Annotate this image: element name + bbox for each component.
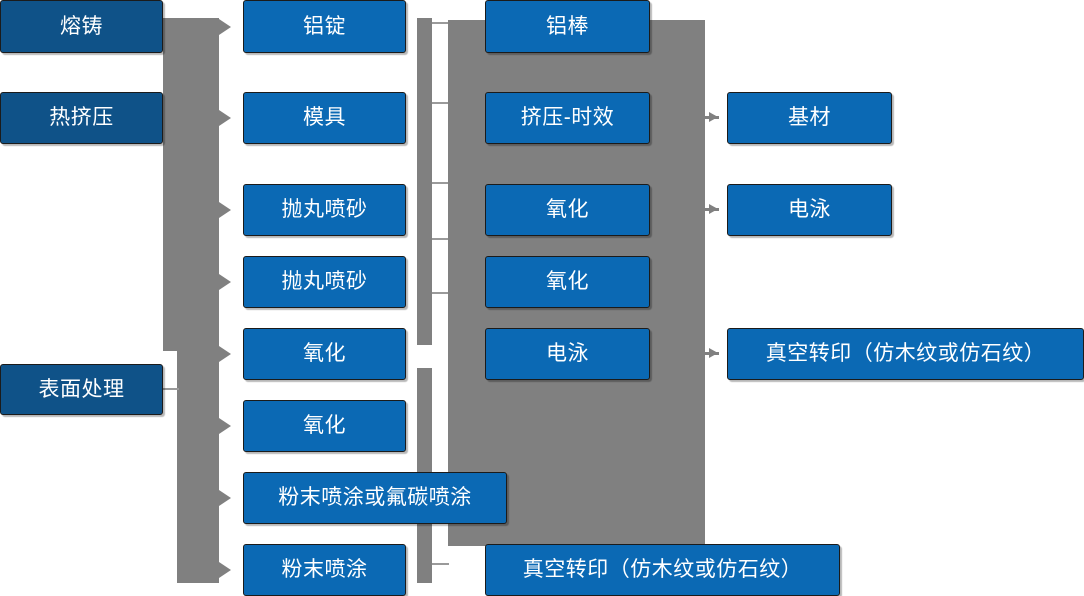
step-label-mold: 模具 — [303, 106, 346, 130]
connector-tick-5 — [432, 292, 449, 294]
connector-tick-1 — [432, 22, 449, 24]
step-box-oxidation-2[interactable]: 氧化 — [243, 400, 406, 452]
connector-rail-upper — [417, 18, 432, 345]
stage-label-melting: 熔铸 — [60, 14, 103, 38]
connector-block-stages — [163, 18, 219, 351]
arrow-to-step-ingot — [219, 19, 231, 35]
output-label-electro: 电泳 — [788, 198, 831, 222]
step-box-extrude-aging[interactable]: 挤压-时效 — [485, 92, 650, 144]
step-box-shotblast-1[interactable]: 抛丸喷砂 — [243, 184, 406, 236]
arrow-to-step-mold — [219, 110, 231, 126]
output-box-vacuum[interactable]: 真空转印（仿木纹或仿石纹） — [727, 328, 1084, 380]
connector-tick-6 — [432, 563, 449, 565]
step-label-electro-1: 电泳 — [546, 342, 589, 366]
output-label-substrate: 基材 — [788, 106, 831, 130]
connector-block-stages-lower — [177, 351, 219, 583]
stage-box-melting[interactable]: 熔铸 — [0, 0, 163, 53]
step-box-bar[interactable]: 铝棒 — [485, 0, 650, 53]
arrow-to-step-shotblast-1 — [219, 202, 231, 218]
stage-label-surface: 表面处理 — [38, 377, 125, 401]
arrow-to-out-vacuum — [709, 348, 718, 358]
step-box-vacuum-1[interactable]: 真空转印（仿木纹或仿石纹） — [485, 544, 840, 596]
step-box-ingot[interactable]: 铝锭 — [243, 0, 406, 53]
step-label-bar: 铝棒 — [546, 14, 589, 38]
output-box-substrate[interactable]: 基材 — [727, 92, 892, 144]
step-label-powder: 粉末喷涂 — [281, 558, 368, 582]
stage-box-extrude[interactable]: 热挤压 — [0, 92, 163, 144]
arrow-to-step-oxidation-1 — [219, 346, 231, 362]
step-label-extrude-aging: 挤压-时效 — [520, 106, 615, 130]
step-label-shotblast-2: 抛丸喷砂 — [281, 270, 368, 294]
output-box-electro[interactable]: 电泳 — [727, 184, 892, 236]
step-label-oxidation-2: 氧化 — [303, 414, 346, 438]
connector-tick-2 — [432, 102, 449, 104]
arrow-to-out-electro — [709, 204, 718, 214]
arrow-to-step-shotblast-2 — [219, 274, 231, 290]
step-label-powder-fluor: 粉末喷涂或氟碳喷涂 — [278, 486, 472, 510]
arrow-to-out-substrate — [709, 112, 718, 122]
connector-tick-4 — [432, 238, 449, 240]
step-label-oxidation-4: 氧化 — [546, 270, 589, 294]
step-box-powder[interactable]: 粉末喷涂 — [243, 544, 406, 596]
connector-tick-3 — [432, 182, 449, 184]
connector-line-surface — [163, 388, 179, 390]
arrow-to-step-powder-fluor — [219, 490, 231, 506]
step-label-ingot: 铝锭 — [303, 14, 346, 38]
output-label-vacuum: 真空转印（仿木纹或仿石纹） — [765, 342, 1046, 366]
step-box-powder-fluor[interactable]: 粉末喷涂或氟碳喷涂 — [243, 472, 507, 524]
stage-box-surface[interactable]: 表面处理 — [0, 364, 163, 415]
step-box-electro-1[interactable]: 电泳 — [485, 328, 650, 380]
step-label-oxidation-1: 氧化 — [303, 342, 346, 366]
step-label-oxidation-3: 氧化 — [546, 198, 589, 222]
step-box-oxidation-4[interactable]: 氧化 — [485, 256, 650, 308]
stage-label-extrude: 热挤压 — [49, 106, 114, 130]
step-box-oxidation-3[interactable]: 氧化 — [485, 184, 650, 236]
step-box-shotblast-2[interactable]: 抛丸喷砂 — [243, 256, 406, 308]
step-label-vacuum-1: 真空转印（仿木纹或仿石纹） — [522, 558, 803, 582]
arrow-to-step-oxidation-2 — [219, 418, 231, 434]
step-box-mold[interactable]: 模具 — [243, 92, 406, 144]
step-box-oxidation-1[interactable]: 氧化 — [243, 328, 406, 380]
step-label-shotblast-1: 抛丸喷砂 — [281, 198, 368, 222]
arrow-to-step-powder — [219, 562, 231, 578]
